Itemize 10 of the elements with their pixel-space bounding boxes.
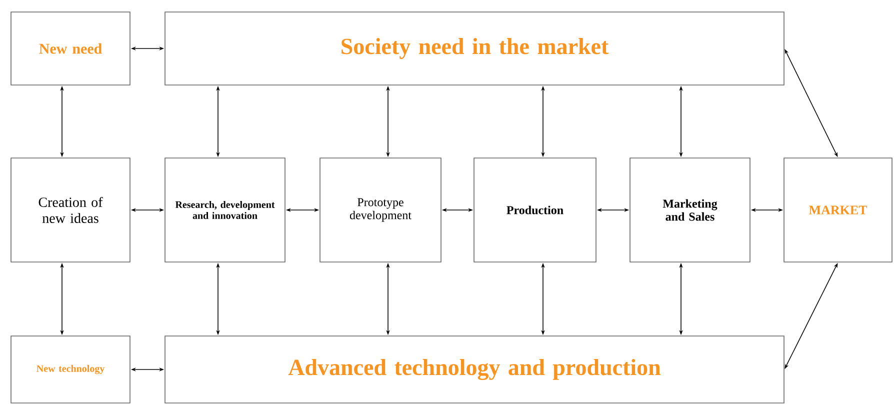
banner-box: Advanced technology and production — [164, 336, 784, 404]
process-box: Production — [474, 158, 596, 262]
process-box: New need — [10, 12, 130, 86]
process-box: New technology — [10, 336, 130, 404]
process-box: Prototype development — [320, 158, 442, 262]
banner-box: Society need in the market — [164, 12, 784, 86]
process-box: Research, development and innovation — [164, 158, 286, 262]
process-box: Creation of new ideas — [10, 158, 130, 262]
process-box: Marketing and Sales — [630, 158, 750, 262]
process-box: MARKET — [784, 158, 892, 262]
